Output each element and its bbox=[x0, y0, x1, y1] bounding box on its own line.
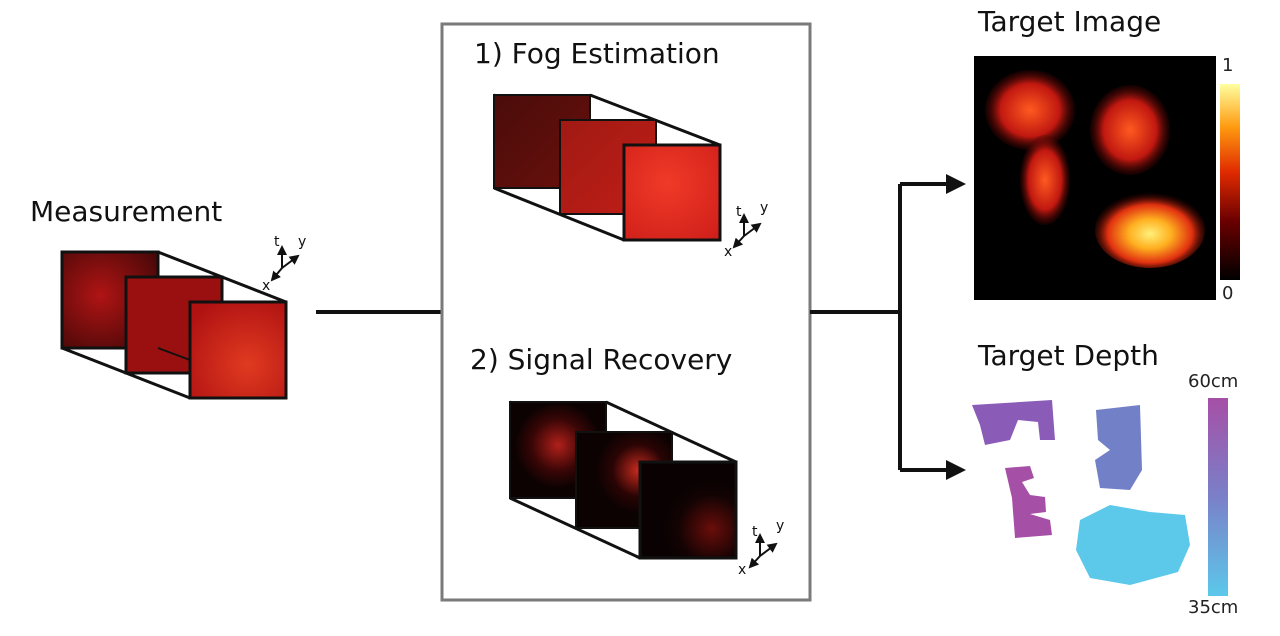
measurement-axes-icon: t y x bbox=[262, 234, 306, 294]
axis-y-label: y bbox=[760, 200, 768, 216]
target-depth-label: Target Depth bbox=[978, 339, 1159, 372]
axis-t-label: t bbox=[274, 234, 280, 250]
target-depth-map bbox=[972, 400, 1190, 585]
signal-recovery-label: 2) Signal Recovery bbox=[470, 343, 733, 376]
depth-colorbar bbox=[1208, 398, 1228, 596]
target-image-label: Target Image bbox=[978, 5, 1162, 38]
image-colorbar-min: 0 bbox=[1222, 283, 1234, 304]
signal-frame-3 bbox=[638, 460, 738, 560]
measurement-frame-3 bbox=[188, 300, 288, 400]
axis-y-label: y bbox=[298, 234, 306, 250]
fog-estimation-label: 1) Fog Estimation bbox=[474, 37, 720, 70]
image-colorbar-max: 1 bbox=[1222, 55, 1234, 76]
measurement-label: Measurement bbox=[30, 195, 223, 228]
target-image-heatmap bbox=[974, 56, 1216, 300]
signal-axes-icon: t y x bbox=[738, 518, 784, 578]
depth-colorbar-min: 35cm bbox=[1188, 597, 1239, 618]
axis-x-label: x bbox=[738, 562, 746, 578]
measurement-volume bbox=[60, 250, 288, 400]
axis-t-label: t bbox=[752, 524, 758, 540]
signal-volume bbox=[509, 400, 738, 560]
depth-colorbar-max: 60cm bbox=[1188, 371, 1239, 392]
fog-volume bbox=[493, 93, 722, 242]
axis-x-label: x bbox=[262, 278, 270, 294]
image-colorbar bbox=[1220, 84, 1240, 280]
fog-axes-icon: t y x bbox=[724, 200, 768, 260]
axis-t-label: t bbox=[736, 204, 742, 220]
axis-x-label: x bbox=[724, 244, 732, 260]
axis-y-label: y bbox=[776, 518, 784, 534]
fog-frame-3 bbox=[622, 143, 722, 242]
output-connector bbox=[810, 174, 966, 480]
